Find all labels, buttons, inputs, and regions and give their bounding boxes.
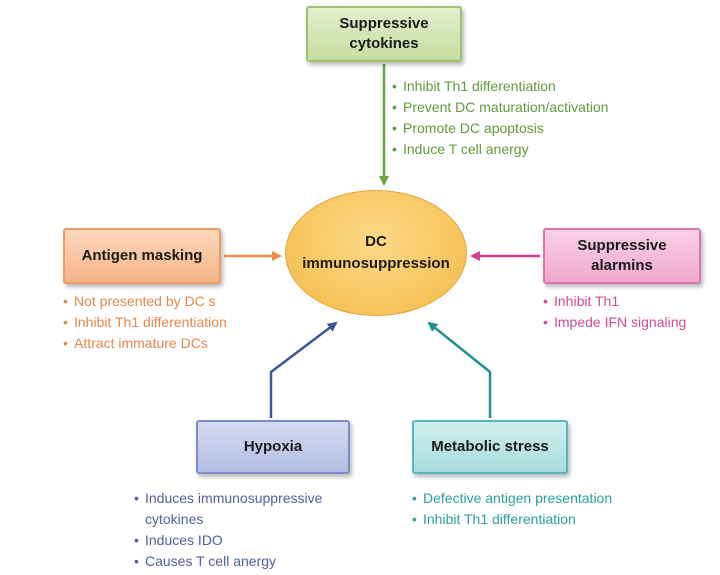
hypoxia-box: Hypoxia (196, 420, 350, 474)
metabolic-stress-list: Defective antigen presentation Inhibit T… (412, 488, 682, 530)
list-item: Promote DC apoptosis (392, 118, 672, 139)
suppressive-cytokines-list: Inhibit Th1 differentiation Prevent DC m… (392, 76, 672, 160)
suppressive-alarmins-title: Suppressive alarmins (577, 237, 667, 274)
list-item: Inhibit Th1 differentiation (412, 509, 682, 530)
list-item: Inhibit Th1 differentiation (392, 76, 672, 97)
list-item: Induce T cell anergy (392, 139, 672, 160)
list-item: Prevent DC maturation/activation (392, 97, 672, 118)
metabolic-stress-box: Metabolic stress (412, 420, 568, 474)
suppressive-alarmins-box: Suppressive alarmins (543, 228, 701, 284)
list-item: Attract immature DCs (63, 333, 293, 354)
list-item: Induces IDO (134, 530, 404, 551)
hypoxia-title: Hypoxia (243, 438, 303, 455)
list-item: Causes T cell anergy (134, 551, 404, 572)
arrow-metabolic-stress (427, 321, 492, 418)
dc-immunosuppression-ellipse: DC immunosuppression (285, 190, 467, 316)
suppressive-cytokines-title: Suppressive cytokines (339, 15, 429, 52)
metabolic-stress-title: Metabolic stress (431, 438, 549, 455)
center-label: DC immunosuppression (302, 233, 450, 272)
antigen-masking-title: Antigen masking (81, 247, 203, 264)
list-item: Defective antigen presentation (412, 488, 682, 509)
arrow-hypoxia (269, 321, 338, 418)
antigen-masking-list: Not presented by DC s Inhibit Th1 differ… (63, 291, 293, 354)
list-item: Induces immunosuppressive cytokines (134, 488, 375, 530)
list-item: Inhibit Th1 differentiation (63, 312, 293, 333)
suppressive-cytokines-box: Suppressive cytokines (306, 6, 462, 62)
hypoxia-list: Induces immunosuppressive cytokines Indu… (134, 488, 404, 572)
list-item: Not presented by DC s (63, 291, 293, 312)
list-item: Impede IFN signaling (543, 312, 718, 333)
suppressive-alarmins-list: Inhibit Th1 Impede IFN signaling (543, 291, 718, 333)
antigen-masking-box: Antigen masking (63, 228, 221, 284)
list-item: Inhibit Th1 (543, 291, 718, 312)
